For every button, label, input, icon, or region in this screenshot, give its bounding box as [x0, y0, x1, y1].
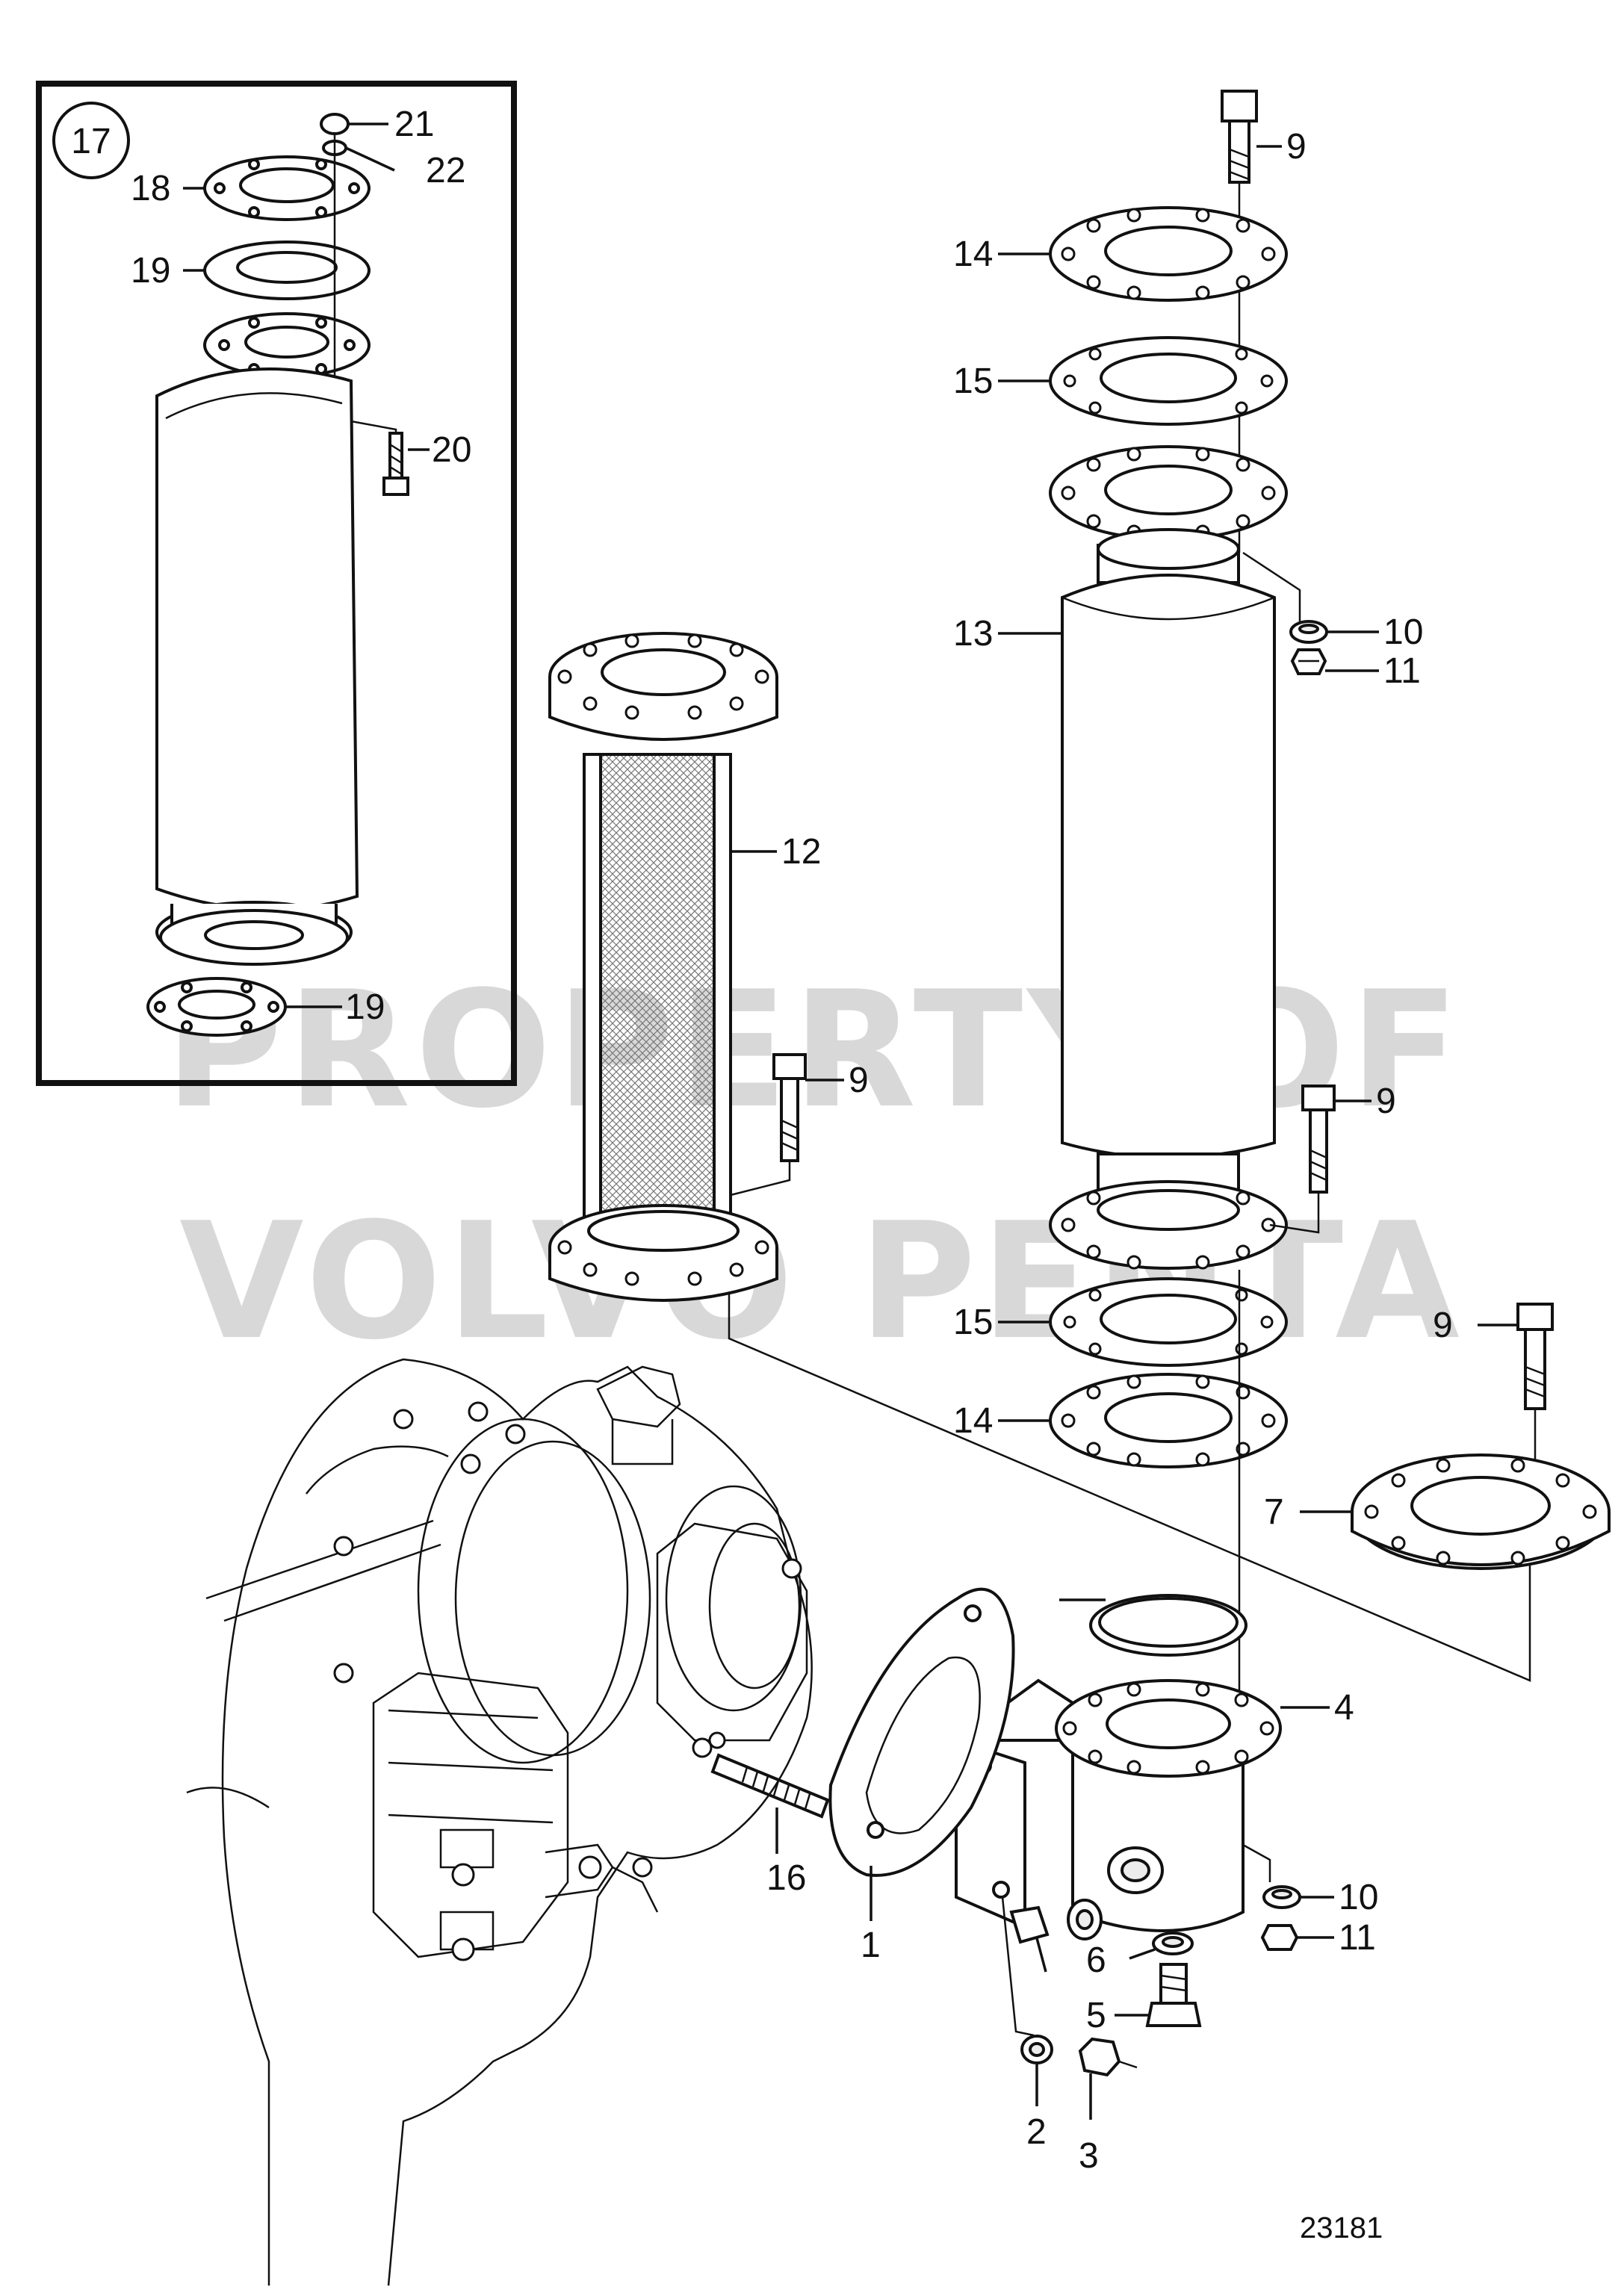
callout-16: 16 — [766, 1858, 806, 1898]
flange-18 — [183, 155, 371, 221]
sealing-ring — [1059, 1594, 1247, 1657]
washer-10-upper — [1289, 620, 1379, 644]
right-pipe-stack — [998, 90, 1379, 1710]
bolt-9-lower-right — [1478, 1303, 1554, 1509]
callout-6: 6 — [1086, 1940, 1106, 1980]
flange-7 — [1300, 1453, 1611, 1570]
washer-10-lower — [1262, 1885, 1334, 1909]
pipe-13-top-flange — [1049, 445, 1288, 541]
callout-11-upper: 11 — [1383, 651, 1421, 691]
reference-number: 23181 — [1300, 2212, 1383, 2244]
callout-9-left-mid: 9 — [849, 1061, 869, 1100]
callout-10-upper: 10 — [1383, 612, 1423, 652]
nut-11-upper — [1290, 648, 1379, 675]
flange-14-bottom — [998, 1373, 1288, 1468]
nut-11-lower — [1260, 1924, 1334, 1951]
bolt-20 — [382, 432, 430, 496]
callout-9-top: 9 — [1286, 127, 1307, 167]
inset-marker-label: 17 — [71, 122, 111, 161]
pipe-13-bottom-flange — [1049, 1152, 1288, 1270]
callout-4: 4 — [1334, 1688, 1354, 1728]
gasket-15-top — [998, 336, 1288, 426]
callout-3: 3 — [1079, 2136, 1099, 2176]
nut-21 — [320, 113, 388, 135]
inset-muffler-body — [155, 367, 359, 966]
bolt-9-top — [1221, 90, 1282, 184]
inset-muffler-variant: 17 — [36, 81, 517, 1086]
callout-14-bottom: 14 — [953, 1401, 993, 1441]
callout-18: 18 — [131, 169, 170, 208]
callout-11-lower: 11 — [1339, 1918, 1376, 1958]
pipe-13-body — [998, 528, 1276, 1159]
callouts: 9 14 15 10 13 11 12 9 9 9 15 14 7 4 16 1… — [766, 127, 1453, 2176]
callout-9-lower: 9 — [1433, 1306, 1453, 1345]
callout-5: 5 — [1086, 1996, 1106, 2035]
callout-21: 21 — [394, 105, 434, 144]
inset-frame — [36, 81, 517, 1086]
plug-elbow-side — [1009, 1899, 1103, 1973]
bolt-9-right-mid — [1269, 1085, 1372, 1234]
callout-19-upper: 19 — [131, 251, 170, 291]
callout-14-top: 14 — [953, 235, 993, 274]
gasket-19-upper — [183, 241, 371, 300]
flange-14-top — [998, 206, 1288, 302]
washer-2 — [1020, 2035, 1053, 2106]
callout-10-lower: 10 — [1339, 1878, 1378, 1917]
stud-16 — [710, 1753, 830, 1854]
callout-13: 13 — [953, 614, 993, 654]
callout-12: 12 — [781, 832, 821, 872]
engine-housing — [186, 1358, 813, 2286]
callout-1: 1 — [861, 1926, 881, 1965]
callout-15-top: 15 — [953, 362, 993, 401]
gasket-19-lower — [146, 977, 342, 1037]
callout-9-right-mid: 9 — [1376, 1082, 1396, 1121]
nut-3 — [1078, 2037, 1138, 2120]
bolt-9-left-mid — [730, 1053, 844, 1197]
callout-15-bottom: 15 — [953, 1303, 993, 1342]
callout-19-lower: 19 — [345, 987, 385, 1027]
callout-7: 7 — [1264, 1492, 1284, 1532]
callout-2: 2 — [1026, 2112, 1047, 2152]
flexible-pipe-12 — [548, 632, 778, 1302]
plug-5 — [1115, 1963, 1202, 2027]
inset-marker-circle — [52, 102, 130, 179]
callout-20: 20 — [432, 430, 471, 470]
washer-6 — [1129, 1932, 1194, 1960]
callout-22: 22 — [426, 151, 465, 190]
gasket-1 — [828, 1587, 1015, 1921]
gasket-15-bottom — [998, 1277, 1288, 1367]
